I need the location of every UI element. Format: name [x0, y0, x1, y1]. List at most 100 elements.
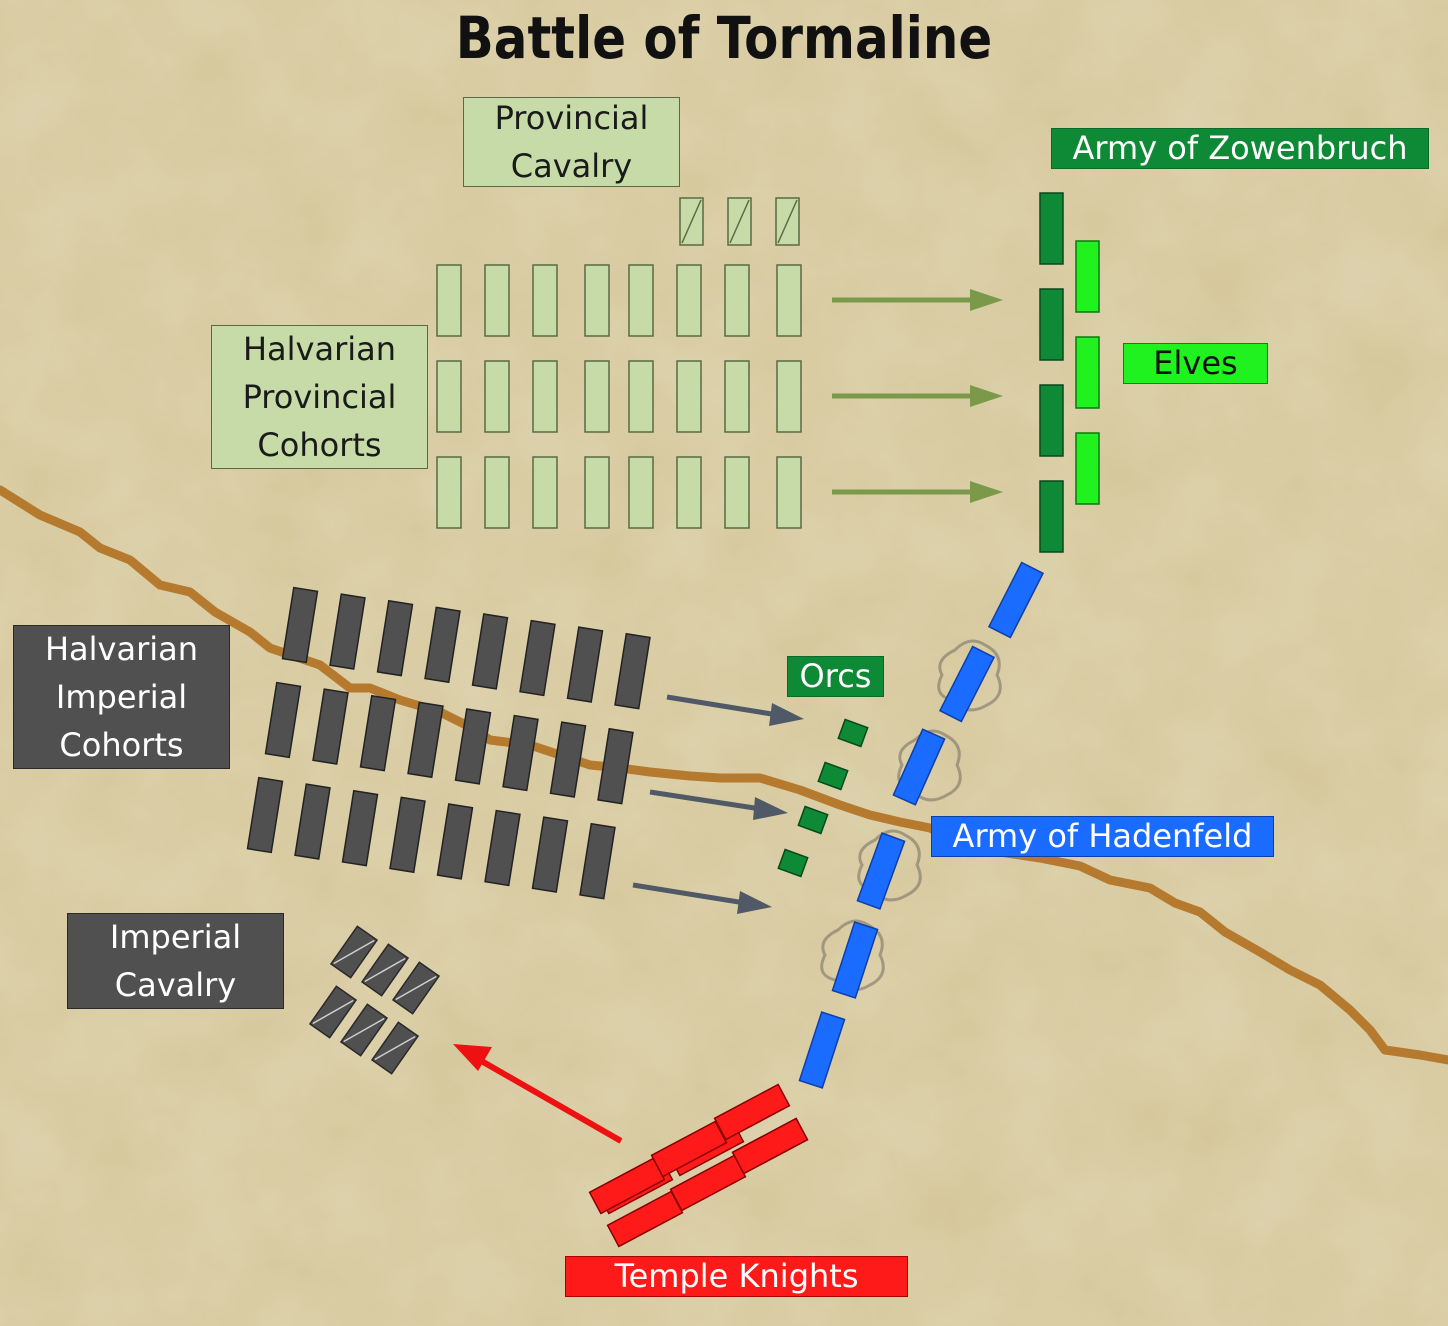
label-line: Halvarian: [44, 630, 199, 668]
hill: [857, 829, 922, 902]
cavalry-unit: [339, 1003, 389, 1057]
elves-unit: [1075, 240, 1100, 313]
label-line: Cavalry: [114, 966, 237, 1004]
zowenbruch-unit: [1039, 480, 1064, 553]
cavalry-unit: [679, 197, 704, 246]
zowenbruch-unit: [1039, 288, 1064, 361]
cohort-unit: [566, 626, 604, 703]
hadenfeld-unit: [856, 832, 906, 910]
orcs-units: [777, 718, 869, 878]
cohort-unit: [436, 803, 474, 880]
hadenfeld-unit: [987, 561, 1045, 639]
label-line: Imperial: [109, 918, 242, 956]
orc-unit: [817, 761, 849, 791]
cavalry-unit: [391, 961, 441, 1015]
zowenbruch-unit: [1039, 384, 1064, 457]
cohort-unit: [676, 264, 702, 337]
orc-unit: [797, 805, 829, 835]
label-provincial-cavalry: Provincial Cavalry: [463, 97, 680, 187]
temple-knights-units-front: [588, 1083, 809, 1248]
hadenfeld-unit: [831, 921, 879, 999]
zowenbruch-units: [1039, 192, 1064, 553]
cohort-unit: [341, 789, 379, 867]
cavalry-unit: [370, 1021, 420, 1075]
advance-arrow: [632, 882, 772, 914]
label-line: Provincial: [242, 378, 397, 416]
elves-unit: [1075, 336, 1100, 409]
cavalry-unit: [727, 197, 752, 246]
cavalry-unit: [775, 197, 800, 246]
cohort-unit: [484, 456, 510, 529]
imperial-cavalry-units: [308, 925, 441, 1075]
cohort-unit: [329, 593, 366, 670]
hadenfeld-units: [798, 561, 1045, 1089]
label-provincial-cohorts: Halvarian Provincial Cohorts: [211, 325, 428, 469]
cohort-unit: [724, 360, 750, 433]
provincial-cohort-units: [436, 264, 802, 529]
advance-arrow: [832, 385, 1003, 407]
cohort-unit: [597, 727, 634, 805]
elves-units: [1075, 240, 1100, 505]
cohort-unit: [484, 809, 521, 887]
cohort-unit: [246, 776, 284, 854]
hadenfeld-unit: [892, 728, 946, 806]
label-line: Cohorts: [59, 726, 184, 764]
orc-unit: [777, 848, 809, 878]
cohort-unit: [532, 456, 558, 529]
cohort-unit: [436, 456, 462, 529]
cohort-unit: [376, 599, 414, 677]
cavalry-unit: [360, 943, 410, 997]
advance-arrow: [666, 694, 804, 726]
imperial-cohort-units: [246, 586, 651, 900]
zowenbruch-unit: [1039, 192, 1064, 265]
cohort-unit: [724, 456, 750, 529]
cohort-unit: [454, 708, 492, 785]
cohort-unit: [471, 613, 509, 690]
cohort-unit: [264, 681, 302, 759]
hill: [820, 919, 885, 992]
cohort-unit: [359, 694, 397, 772]
label-zowenbruch: Army of Zowenbruch: [1051, 128, 1429, 169]
map-title: Battle of Tormaline: [455, 4, 993, 72]
provincial-cavalry-units: [679, 197, 800, 246]
cohort-unit: [549, 721, 587, 798]
orc-unit: [837, 718, 869, 748]
cohort-unit: [584, 264, 610, 337]
cohort-unit: [407, 701, 444, 779]
hill: [937, 639, 1002, 712]
cohort-unit: [676, 360, 702, 433]
label-imperial-cavalry: Imperial Cavalry: [67, 913, 284, 1009]
advance-arrow: [832, 289, 1003, 311]
cohort-unit: [776, 360, 802, 433]
hills: [820, 639, 1002, 992]
cohort-unit: [628, 360, 654, 433]
cohort-unit: [628, 456, 654, 529]
label-elves: Elves: [1123, 343, 1268, 384]
cohort-unit: [389, 796, 426, 874]
hadenfeld-unit: [798, 1011, 846, 1089]
label-orcs: Orcs: [787, 656, 884, 697]
label-line: Provincial: [494, 99, 649, 137]
cohort-unit: [579, 822, 616, 900]
cohort-unit: [776, 456, 802, 529]
advance-arrow: [649, 789, 788, 820]
label-imperial-cohorts: Halvarian Imperial Cohorts: [13, 625, 230, 769]
cohort-unit: [484, 360, 510, 433]
cohort-unit: [532, 360, 558, 433]
label-line: Imperial: [55, 678, 188, 716]
river: [0, 485, 1448, 1065]
provincial-advance-arrows: [832, 289, 1003, 503]
cohort-unit: [531, 816, 569, 893]
cohort-unit: [584, 456, 610, 529]
advance-arrow: [832, 481, 1003, 503]
cavalry-unit: [329, 925, 379, 979]
hadenfeld-unit: [938, 645, 996, 723]
cohort-unit: [484, 264, 510, 337]
label-temple-knights: Temple Knights: [565, 1256, 908, 1297]
knight-unit: [731, 1117, 809, 1175]
cohort-unit: [628, 264, 654, 337]
label-hadenfeld: Army of Hadenfeld: [931, 816, 1274, 857]
cohort-unit: [724, 264, 750, 337]
imperial-advance-arrows: [632, 694, 804, 914]
